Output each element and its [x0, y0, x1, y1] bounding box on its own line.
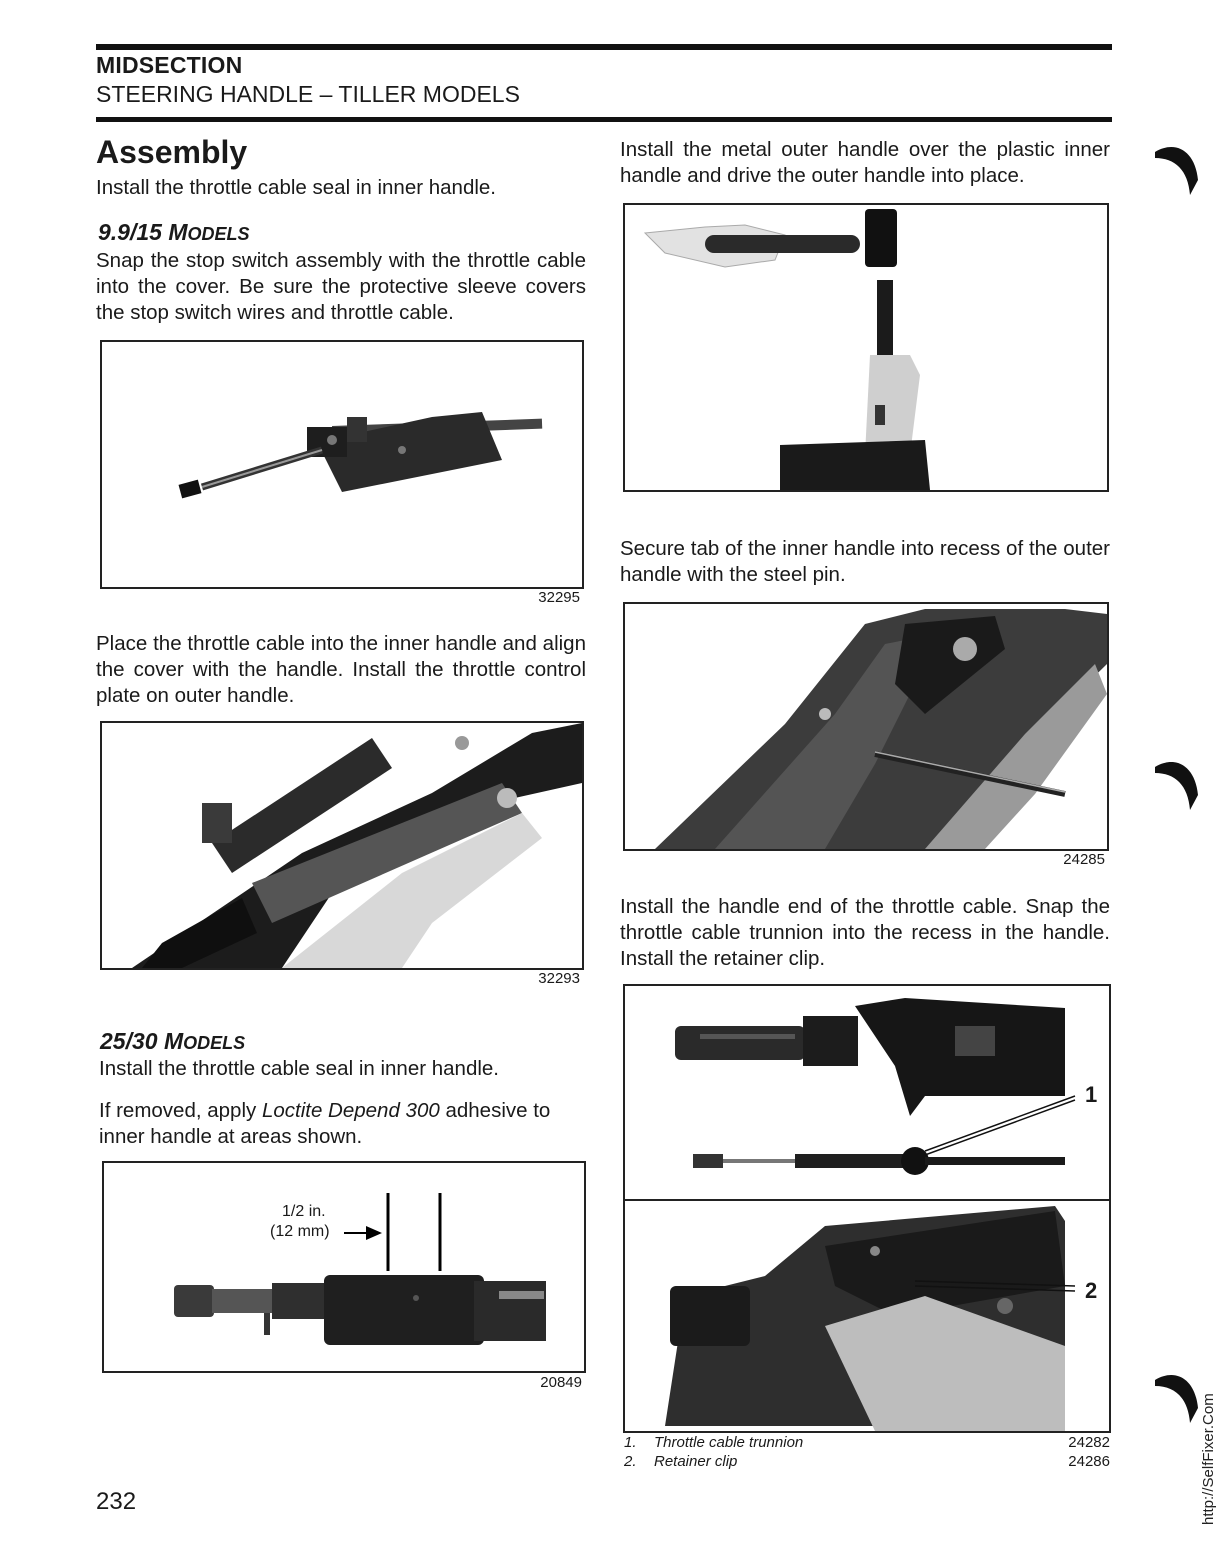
stop-switch-photo — [178, 412, 543, 499]
dimension-label-1: 1/2 in. — [282, 1203, 326, 1220]
inner-handle-shaft-photo — [174, 1193, 546, 1345]
paragraph-stop-switch: Snap the stop switch assembly with the t… — [96, 249, 586, 324]
assembly-heading: Assembly — [96, 134, 248, 170]
figure-drive-outer-handle — [623, 203, 1109, 492]
figure-number-32293: 32293 — [538, 970, 580, 987]
steel-pin-photo — [655, 609, 1107, 849]
figure-throttle-cable-in-handle — [100, 721, 584, 970]
legend-item: 1. Throttle cable trunnion 24282 — [624, 1434, 1110, 1453]
legend-number: 1. — [624, 1434, 637, 1451]
figure-stop-switch-assembly — [100, 340, 584, 589]
figure-trunnion-retainer: 1 2 — [623, 984, 1111, 1433]
callout-1: 1 — [1085, 1082, 1098, 1107]
trunnion-retainer-photo — [625, 998, 1109, 1431]
loctite-text-pre: If removed, apply — [99, 1099, 262, 1122]
figure-legend: 1. Throttle cable trunnion 24282 2. Reta… — [624, 1434, 1110, 1472]
paragraph-throttle-cable-inner-handle: Place the throttle cable into the inner … — [96, 632, 586, 707]
paragraph-loctite: If removed, apply Loctite Depend 300 adh… — [99, 1098, 589, 1150]
subsection-title: STEERING HANDLE – TILLER MODELS — [96, 81, 520, 107]
figure-number-20849: 20849 — [540, 1374, 582, 1391]
paragraph-outer-handle: Install the metal outer handle over the … — [620, 138, 1110, 187]
figure-steel-pin — [623, 602, 1109, 851]
paragraph-handle-end: Install the handle end of the throttle c… — [620, 895, 1110, 970]
loctite-product-name: Loctite Depend 300 — [261, 1099, 440, 1122]
paragraph-seal-25-30: Install the throttle cable seal in inner… — [99, 1057, 500, 1080]
model-number: 25/30 — [100, 1028, 158, 1054]
model-number: 9.9/15 — [98, 219, 162, 245]
figure-adhesive-areas: 1/2 in. (12 mm) — [102, 1161, 586, 1373]
top-rule — [96, 44, 1112, 50]
loctite-text-post: adhesive to inner handle at areas shown. — [99, 1099, 551, 1148]
model-heading-9-9-15: 9.9/15 MODELS — [98, 219, 250, 246]
page-number: 232 — [96, 1488, 137, 1515]
legend-figure-number: 24282 — [1068, 1434, 1110, 1451]
binder-tab-top — [1155, 147, 1198, 195]
paragraph-steel-pin: Secure tab of the inner handle into rece… — [620, 537, 1110, 586]
hammer-handle-photo — [643, 209, 930, 490]
callout-2: 2 — [1085, 1278, 1098, 1303]
inner-handle-photo — [132, 723, 582, 968]
header-bottom-rule — [96, 117, 1112, 122]
legend-number: 2. — [624, 1453, 637, 1470]
dimension-label-2: (12 mm) — [270, 1223, 330, 1240]
side-watermark-url[interactable]: http://SelfFixer.Com — [1200, 1393, 1217, 1525]
section-title: MIDSECTION — [96, 52, 243, 78]
model-word-initial: M — [168, 219, 188, 245]
model-word-initial: M — [163, 1028, 184, 1054]
figure-number-32295: 32295 — [538, 589, 580, 606]
model-word-rest: ODELS — [183, 1033, 246, 1053]
legend-text: Throttle cable trunnion — [654, 1434, 804, 1451]
binder-tab-middle — [1155, 762, 1198, 810]
legend-figure-number: 24286 — [1068, 1453, 1110, 1470]
model-heading-25-30: 25/30 MODELS — [100, 1028, 245, 1055]
figure-number-24285: 24285 — [1063, 851, 1105, 868]
model-word-rest: ODELS — [187, 224, 250, 244]
legend-text: Retainer clip — [654, 1453, 738, 1470]
legend-item: 2. Retainer clip 24286 — [624, 1453, 1110, 1472]
binder-tab-bottom — [1155, 1375, 1198, 1423]
assembly-intro: Install the throttle cable seal in inner… — [96, 176, 497, 199]
